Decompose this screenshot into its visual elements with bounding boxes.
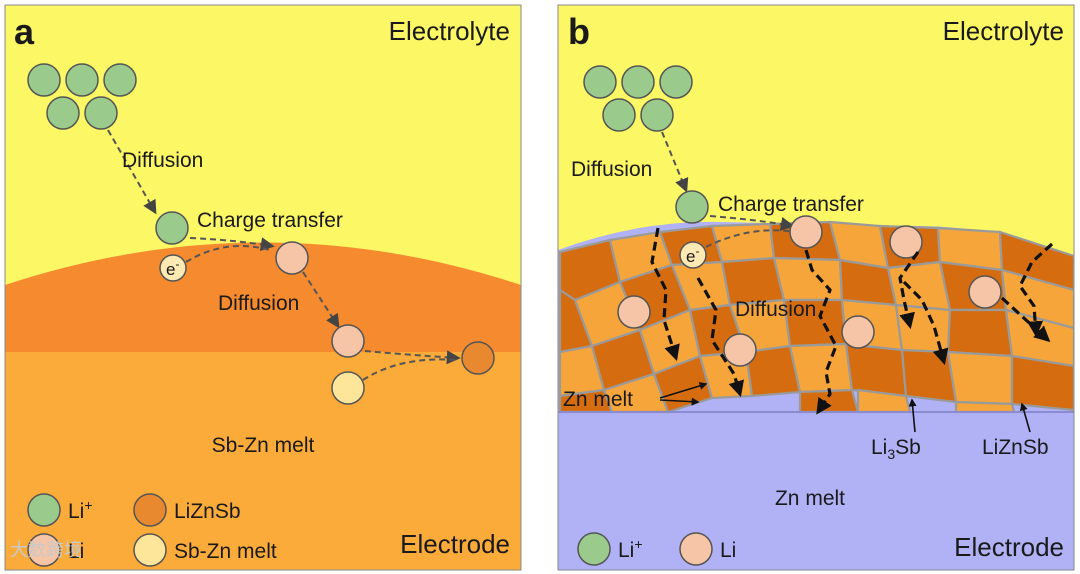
electrolyte-label-b: Electrolyte [943,16,1064,46]
diffusion-path-b7 [1000,296,1051,343]
legend-li-ion-swatch-b [577,532,611,566]
electron-label-b: e- [686,244,699,266]
legend-li-ion-label-b: Li+ [618,536,643,562]
electron-a [159,254,187,282]
li3sb-pointer [908,398,917,433]
legend-sbzn-label: Sb-Zn melt [174,540,277,563]
watermark: 大数跨境 [10,540,82,560]
diffusion-arrow-b1 [661,131,689,193]
liznsb-layer [5,242,521,352]
liznsb-atom-a [461,341,495,375]
liznsb-label-b: LiZnSb [982,436,1049,459]
electron-arrow-a [185,245,271,263]
electron-arrow-b [705,229,796,248]
legend-li-label-a: Li [68,540,84,563]
charge-transfer-arrow-b [709,215,795,231]
li-atom-b3 [617,295,651,329]
electron-b [679,241,707,269]
panel-a: a Electrolyte Diffusion Charge transfer … [4,4,522,571]
diffusion-label-b1: Diffusion [571,158,652,181]
li-ion-surface-a [155,211,189,245]
charge-transfer-arrow-a [189,237,275,252]
diffusion-path-b5 [902,280,949,366]
panel-letter-a: a [14,11,35,52]
charge-transfer-label-b: Charge transfer [718,193,864,216]
diffusion-label-a1: Diffusion [122,149,203,172]
diffusion-path-b6 [1018,242,1054,338]
liznsb-pointer [1019,402,1031,433]
panel-letter-b: b [568,11,590,52]
li-ion-surface-b [675,190,709,224]
li-ion-cluster-a [27,63,137,130]
diffusion-label-a2: Diffusion [218,292,299,315]
legend-sbzn-swatch [133,533,167,567]
li-ion-cluster-b [583,65,693,132]
electrode-label-b: Electrode [954,532,1064,562]
legend-li-ion-swatch-a [27,493,61,527]
charge-transfer-label-a: Charge transfer [197,209,343,232]
diffusion-label-b2: Diffusion [735,298,816,321]
li-atom-a1 [275,241,309,275]
legend-liznsb-swatch [133,493,167,527]
zn-melt-bottom-label: Zn melt [775,487,845,510]
li-atom-a2 [331,324,365,358]
sbzn-atom-a [331,371,365,405]
sbzn-melt-region [5,340,521,570]
panel-b: b Electrolyte Diffusion Charge transfer … [557,4,1075,571]
electrode-label-a: Electrode [400,529,510,559]
legend-li-label-b: Li [720,539,736,562]
diffusion-arrow-a2 [302,271,340,329]
legend-a: Li+ LiZnSb Li Sb-Zn melt [27,493,277,567]
legend-liznsb-label: LiZnSb [174,500,241,523]
diffusion-arrow-a1 [107,129,157,215]
diffusion-path-b3 [804,249,838,415]
electron-label-a: e- [166,257,179,279]
legend-b: Li+ Li [577,532,736,566]
li-atom-b4 [723,333,757,367]
sbzn-melt-label: Sb-Zn melt [212,434,315,457]
diffusion-path-b4 [898,251,920,330]
reaction-arrow-a1 [364,350,461,365]
li-atom-b2 [889,225,923,259]
zn-melt-pointer-2 [659,397,700,406]
li-atom-b6 [968,275,1002,309]
electrolyte-label-a: Electrolyte [389,16,510,46]
li3sb-label: Li3Sb [871,436,921,462]
zn-melt-inner-label: Zn melt [563,388,633,411]
reaction-arrow-a2 [362,358,457,381]
li-atom-b5 [841,315,875,349]
legend-li-swatch-b [679,532,713,566]
li-atom-b1 [789,215,823,249]
diffusion-path-b2 [696,277,744,398]
zn-melt-pointer-1 [659,382,708,399]
zn-melt-region [558,412,1074,570]
legend-li-ion-label-a: Li+ [68,497,93,523]
legend-li-swatch-a [27,533,61,567]
